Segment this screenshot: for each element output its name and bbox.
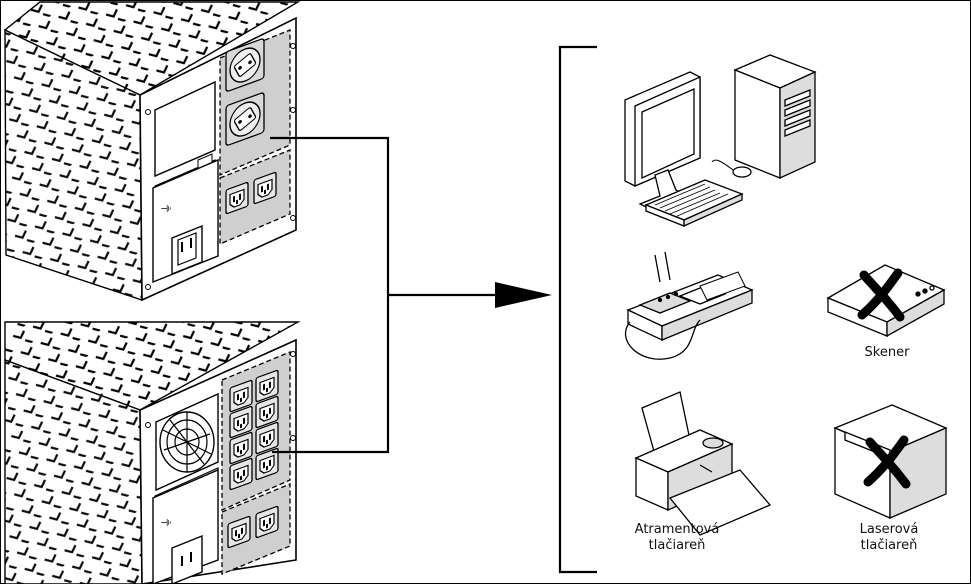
computer-icon (624, 54, 817, 228)
svg-text:⏚: ⏚ (160, 517, 173, 528)
inkjet-printer-label: Atramentová tlačiareň (622, 522, 732, 554)
fax-icon (624, 251, 754, 360)
scanner-label: Skener (864, 345, 910, 360)
connection-lines (270, 45, 597, 574)
ups-unit-bottom-icon: ⏚ (4, 321, 301, 584)
ups-unit-top-icon: ⏚ (3, 1, 301, 302)
inkjet-printer-label-line1: Atramentová (634, 522, 720, 537)
laser-printer-label-line1: Laserová (859, 522, 919, 537)
svg-text:⏚: ⏚ (160, 203, 173, 214)
arrow-head (495, 282, 552, 308)
laser-printer-label: Laserová tlačiareň (844, 522, 934, 554)
inkjet-printer-label-line2: tlačiareň (648, 538, 706, 553)
laser-printer-label-line2: tlačiareň (860, 538, 918, 553)
inkjet-printer-icon (634, 391, 772, 536)
